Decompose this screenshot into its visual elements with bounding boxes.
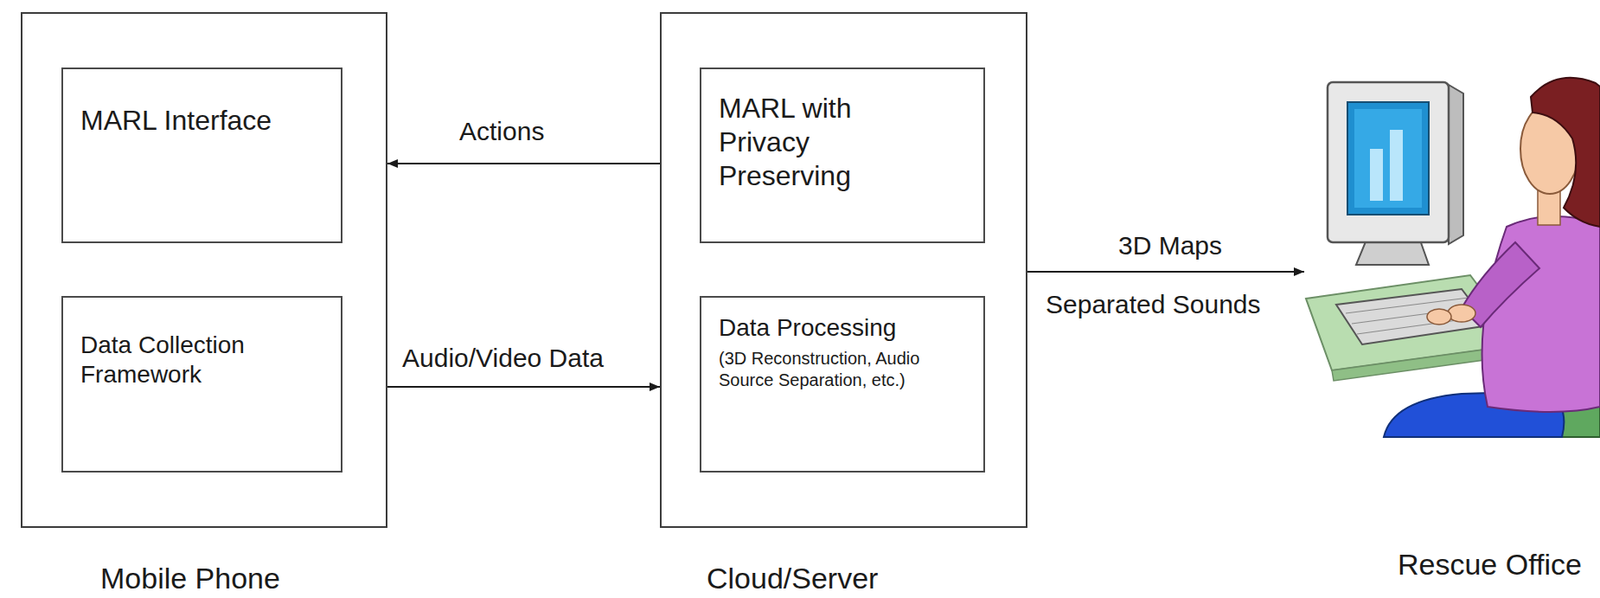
- office-node: Rescue Office: [1304, 76, 1595, 596]
- module-box: MARL Interface: [61, 67, 343, 244]
- module-box: Data Processing (3D Reconstruction, Audio…: [699, 295, 986, 473]
- flow-label: Separated Sounds: [1043, 288, 1264, 320]
- box-title: Data Collection Framework: [80, 330, 306, 390]
- flow-arrow: [387, 385, 660, 388]
- flow-arrow: [387, 162, 660, 165]
- screen-glow: [1354, 108, 1422, 208]
- box-title: MARL Interface: [80, 103, 288, 138]
- neck: [1537, 190, 1561, 225]
- monitor-screen: [1347, 102, 1429, 215]
- hair: [1530, 77, 1600, 227]
- box-title: Data Processing: [718, 313, 961, 343]
- hand: [1427, 308, 1452, 325]
- server-box: MARL with Privacy PreservingData Process…: [659, 12, 1028, 528]
- monitor-side: [1448, 84, 1464, 244]
- box-caption: Rescue Office: [1395, 546, 1584, 583]
- flow-arrow: [1027, 270, 1305, 273]
- keyboard-keys: [1345, 297, 1483, 334]
- device-box: MARL InterfaceData Collection FrameworkM…: [20, 12, 388, 528]
- chart-bar: [1389, 129, 1403, 201]
- edge-label: Audio/Video Data: [399, 342, 607, 374]
- edge-label: 3D Maps: [1115, 230, 1225, 262]
- box-title: MARL with Privacy Preserving: [718, 91, 918, 193]
- module-box: Data Collection Framework: [61, 295, 343, 473]
- module-box: MARL with Privacy Preserving: [699, 67, 986, 244]
- hand: [1447, 304, 1476, 322]
- box-body: (3D Reconstruction, Audio Source Separat…: [718, 347, 927, 391]
- keyboard: [1336, 288, 1490, 345]
- chart-bar: [1369, 148, 1383, 201]
- monitor: [1327, 82, 1449, 243]
- box-caption: Cloud/Server: [704, 560, 880, 596]
- edge-label: Actions: [456, 115, 547, 148]
- torso: [1482, 216, 1600, 412]
- box-caption: Mobile Phone: [98, 560, 282, 596]
